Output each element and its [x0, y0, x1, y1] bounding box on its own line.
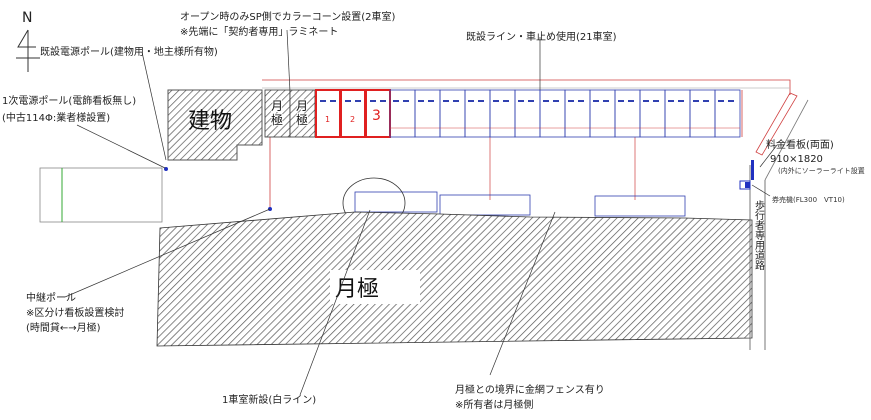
north-compass-icon: N: [16, 10, 40, 72]
existing-line-label: 既設ライン・車止め使用(21車室): [466, 30, 617, 43]
price-sign: [751, 160, 754, 180]
existing-stall: [464, 89, 491, 138]
new-stall-island-3: [594, 195, 686, 217]
monthly-stall-label: 極: [271, 112, 283, 127]
existing-stall: [514, 89, 541, 138]
stall-number: 3: [372, 108, 381, 124]
building: [167, 89, 263, 161]
existing-stall: [589, 89, 616, 138]
existing-stall: [714, 89, 741, 138]
existing-stall: [664, 89, 691, 138]
existing-stall: [439, 89, 466, 138]
price-sign-label-3: (内外にソーラーライト設置: [778, 166, 865, 175]
existing-stall: [489, 89, 516, 138]
existing-stall: [539, 89, 566, 138]
price-sign-label-1: 料金看板(両面): [766, 138, 834, 151]
new-stall-label: 1車室新設(白ライン): [222, 393, 316, 406]
stall-number: 2: [350, 115, 355, 124]
left-lot: [39, 167, 163, 223]
new-stall-1: [315, 89, 341, 138]
cone-label-2: ※先端に「契約者専用」ラミネート: [180, 25, 338, 38]
existing-stall: [389, 89, 416, 138]
new-stall-2: [340, 89, 366, 138]
monthly-stall: [264, 89, 291, 138]
price-sign-label-2: 910×1820: [770, 154, 823, 165]
relay-pole-label-2: ※区分け看板設置検討: [26, 306, 124, 319]
new-stall-island-1: [354, 191, 438, 213]
relay-pole-label-1: 中継ポール: [26, 291, 76, 304]
new-stall-island-2: [439, 194, 531, 216]
existing-stall: [689, 89, 716, 138]
stall-number: 1: [325, 115, 330, 124]
existing-stall: [414, 89, 441, 138]
monthly-stall-label: 月: [296, 99, 308, 113]
building-label: 建物: [188, 109, 232, 134]
monthly-stall-label: 極: [296, 112, 308, 127]
primary-pole-label-2: (中古114Φ:業者様設置): [2, 111, 110, 124]
walkway-label: 歩行者専用道路: [753, 199, 765, 271]
monthly-area-label: 月極: [335, 277, 379, 302]
existing-pole-label: 既設電源ポール(建物用・地主様所有物): [40, 45, 218, 58]
compass-label: N: [22, 10, 32, 26]
fence-label-1: 月極との境界に金網フェンス有り: [455, 383, 605, 396]
relay-pole-label-3: (時間貸←→月極): [26, 321, 101, 334]
cone-label-1: オープン時のみSP側でカラーコーン設置(2車室): [180, 10, 396, 23]
existing-stall: [614, 89, 641, 138]
monthly-stall-label: 月: [271, 99, 283, 113]
primary-pole-label-1: 1次電源ポール(電飾看板無し): [2, 94, 136, 107]
ticket-machine-label: 券売機(FL300 VT10): [772, 195, 845, 204]
existing-stall: [639, 89, 666, 138]
monthly-parking-area: [156, 211, 753, 347]
existing-stall: [564, 89, 591, 138]
fence-label-2: ※所有者は月極側: [455, 398, 533, 411]
